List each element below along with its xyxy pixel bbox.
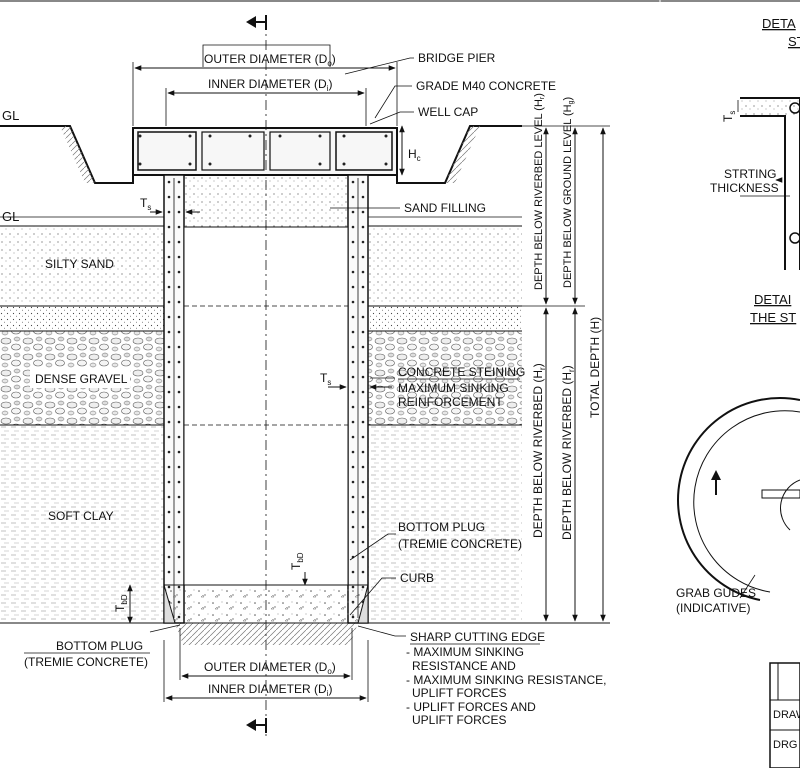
detail1-title-a: DETA <box>762 16 796 31</box>
ground-profile <box>0 125 522 184</box>
grade-concrete-label: GRADE M40 CONCRETE <box>416 79 556 93</box>
detail2-title-b: THE ST <box>750 310 796 325</box>
dims-top <box>132 44 398 126</box>
sand-filling-label: SAND FILLING <box>404 201 486 215</box>
title-block <box>769 662 800 769</box>
edge-note-2: RESISTANCE AND <box>412 659 516 673</box>
max-sinking-label-2: REINFORCEMENT <box>398 395 503 409</box>
inner-diameter-top-label: INNER DIAMETER (Di) <box>208 77 332 93</box>
tbd-outer-label: TbD <box>113 594 129 612</box>
gl-bed-label: GL <box>2 209 19 224</box>
edge-note-1: - MAXIMUM SINKING <box>406 645 524 659</box>
concrete-steining <box>138 134 388 624</box>
dims-bottom <box>163 628 369 702</box>
strting-label-2: THICKNESS <box>710 181 779 195</box>
outer-diameter-top-label: OUTER DIAMETER (Do) <box>204 52 336 68</box>
outer-diameter-bottom-label: OUTER DIAMETER (Do) <box>204 660 336 676</box>
hc-label: Hc <box>408 147 421 163</box>
depth-dims <box>522 125 610 622</box>
detail2-title-a: DETAI <box>754 292 791 307</box>
curb-label: CURB <box>400 571 434 585</box>
edge-note-4: UPLIFT FORCES <box>412 686 506 700</box>
depth-riverbed-1-label: DEPTH BELOW RIVERBED (Hr) <box>531 363 547 538</box>
bottom-plug-right-label-2: (TREMIE CONCRETE) <box>398 537 522 551</box>
edge-note-3: - MAXIMUM SINKING RESISTANCE, <box>406 673 606 687</box>
edge-note-5: - UPLIFT FORCES AND <box>406 700 536 714</box>
total-depth-label: TOTAL DEPTH (H) <box>588 317 602 418</box>
grab-guides-label-2: (INDICATIVE) <box>676 601 750 615</box>
detail1-title-b: ST <box>788 34 800 49</box>
callout-leaders <box>149 57 414 637</box>
ts-top-label: Ts <box>140 196 151 212</box>
gl-top-label: GL <box>2 108 19 123</box>
depth-riverbed-2-label: DEPTH BELOW RIVERBED (Hr) <box>560 365 576 540</box>
max-sinking-label-1: MAXIMUM SINKING <box>398 381 509 395</box>
bridge-pier-label: BRIDGE PIER <box>418 51 496 65</box>
ts-mid-label: Ts <box>320 371 331 387</box>
bottom-plug-right-label-1: BOTTOM PLUG <box>398 520 485 534</box>
tbd-inner-label: TbD <box>289 552 305 570</box>
detail-panel <box>659 0 800 768</box>
inner-diameter-bottom-label: INNER DIAMETER (Di) <box>208 682 332 698</box>
well-cap-label: WELL CAP <box>418 105 478 119</box>
detail-ts-label: Ts <box>721 111 737 122</box>
foundation-hatch <box>175 623 358 645</box>
soil-layers <box>0 216 610 624</box>
depth-ground-level-label: DEPTH BELOW GROUND LEVEL (Hg) <box>562 97 575 288</box>
strting-label-1: STRTING <box>724 167 776 181</box>
grab-guides-label-1: GRAB GUDES <box>676 586 756 600</box>
bottom-plug-left-label-1: BOTTOM PLUG <box>56 639 143 653</box>
soft-clay-label: SOFT CLAY <box>48 509 114 523</box>
depth-riverbed-level-label: DEPTH BELOW RIVERBED LEVEL (Hr) <box>533 93 546 290</box>
edge-note-6: UPLIFT FORCES <box>412 713 506 727</box>
concrete-steining-label: CONCRETE STEINING <box>398 365 525 379</box>
title-block-row2: DRG N <box>773 739 800 751</box>
well-cap <box>132 127 398 176</box>
section-arrow-bottom <box>246 718 267 733</box>
sharp-edge-label: SHARP CUTTING EDGE <box>410 630 545 644</box>
title-block-row1: DRAW <box>773 709 800 721</box>
dense-gravel-label: DENSE GRAVEL <box>35 372 128 386</box>
section-arrow-top <box>246 15 267 30</box>
bottom-plug-left-label-2: (TREMIE CONCRETE) <box>24 655 148 669</box>
silty-sand-label: SILTY SAND <box>45 257 114 271</box>
